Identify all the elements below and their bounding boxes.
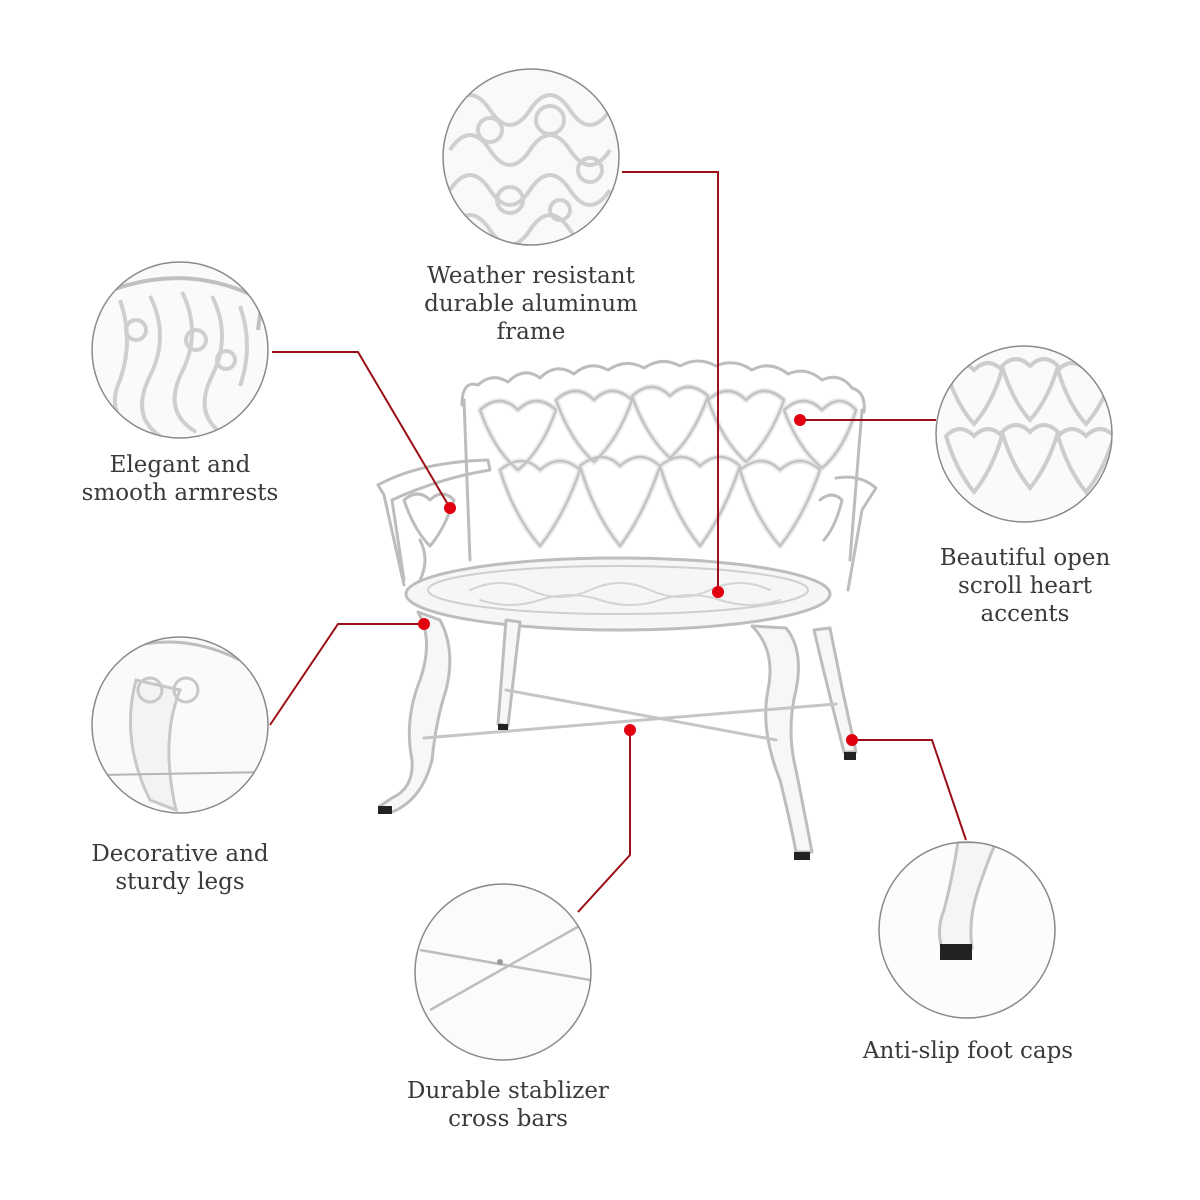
caption-frame-line-1: Weather resistant xyxy=(427,263,635,289)
caption-crossbars-line-1: Durable stablizer xyxy=(407,1078,609,1104)
caption-hearts-line-1: Beautiful open xyxy=(939,545,1111,571)
foot-cap xyxy=(498,724,508,730)
detail-circle-footcaps xyxy=(878,841,1056,1019)
callout-dot-crossbars xyxy=(624,724,636,736)
caption-legs: Decorative and sturdy legs xyxy=(70,840,290,896)
caption-footcaps: Anti-slip foot caps xyxy=(848,1037,1088,1065)
caption-hearts-line-3: accents xyxy=(980,601,1070,627)
foot-cap xyxy=(378,806,392,814)
bench-seat xyxy=(404,556,832,632)
caption-footcaps-line-1: Anti-slip foot caps xyxy=(862,1038,1074,1064)
foot-cap xyxy=(794,852,810,860)
callout-line-footcaps xyxy=(852,739,967,841)
callout-dot-frame xyxy=(712,586,724,598)
callout-line-crossbars xyxy=(577,730,631,913)
bench-cross-bars xyxy=(422,688,838,742)
callout-dot-footcaps xyxy=(846,734,858,746)
bench-left-armrest xyxy=(376,458,492,582)
callout-line-frame xyxy=(622,171,719,592)
bench-front-left-leg xyxy=(378,610,452,814)
bench-front-right-leg xyxy=(750,624,814,854)
callout-line-legs xyxy=(269,623,424,726)
caption-hearts: Beautiful open scroll heart accents xyxy=(920,544,1130,628)
callout-dot-legs xyxy=(418,618,430,630)
callout-line-armrests xyxy=(272,351,451,509)
detail-circle-crossbars xyxy=(414,883,592,1061)
bench-back-right-leg xyxy=(812,626,858,754)
caption-armrests-line-1: Elegant and xyxy=(109,452,251,478)
caption-legs-line-2: sturdy legs xyxy=(115,869,245,895)
detail-circle-legs xyxy=(91,636,269,814)
detail-circle-frame xyxy=(442,68,620,246)
callout-dot-hearts xyxy=(794,414,806,426)
foot-cap xyxy=(844,752,856,760)
callout-dots xyxy=(418,414,858,746)
caption-hearts-line-2: scroll heart xyxy=(958,573,1092,599)
bench-right-armrest xyxy=(834,475,878,592)
caption-armrests: Elegant and smooth armrests xyxy=(70,451,290,507)
bench-back-left-leg xyxy=(496,618,522,728)
caption-armrests-line-2: smooth armrests xyxy=(81,480,279,506)
caption-frame: Weather resistant durable aluminum frame xyxy=(411,262,651,346)
detail-circle-hearts xyxy=(935,345,1113,523)
caption-legs-line-1: Decorative and xyxy=(91,841,269,867)
detail-circle-armrests xyxy=(91,261,269,439)
bench xyxy=(376,359,878,860)
callout-dot-armrests xyxy=(444,502,456,514)
caption-frame-line-2: durable aluminum xyxy=(424,291,638,317)
bench-backrest-crest xyxy=(460,359,866,414)
callout-lines xyxy=(269,171,967,913)
caption-crossbars-line-2: cross bars xyxy=(448,1106,568,1132)
caption-crossbars: Durable stablizer cross bars xyxy=(388,1077,628,1133)
caption-frame-line-3: frame xyxy=(496,319,566,345)
